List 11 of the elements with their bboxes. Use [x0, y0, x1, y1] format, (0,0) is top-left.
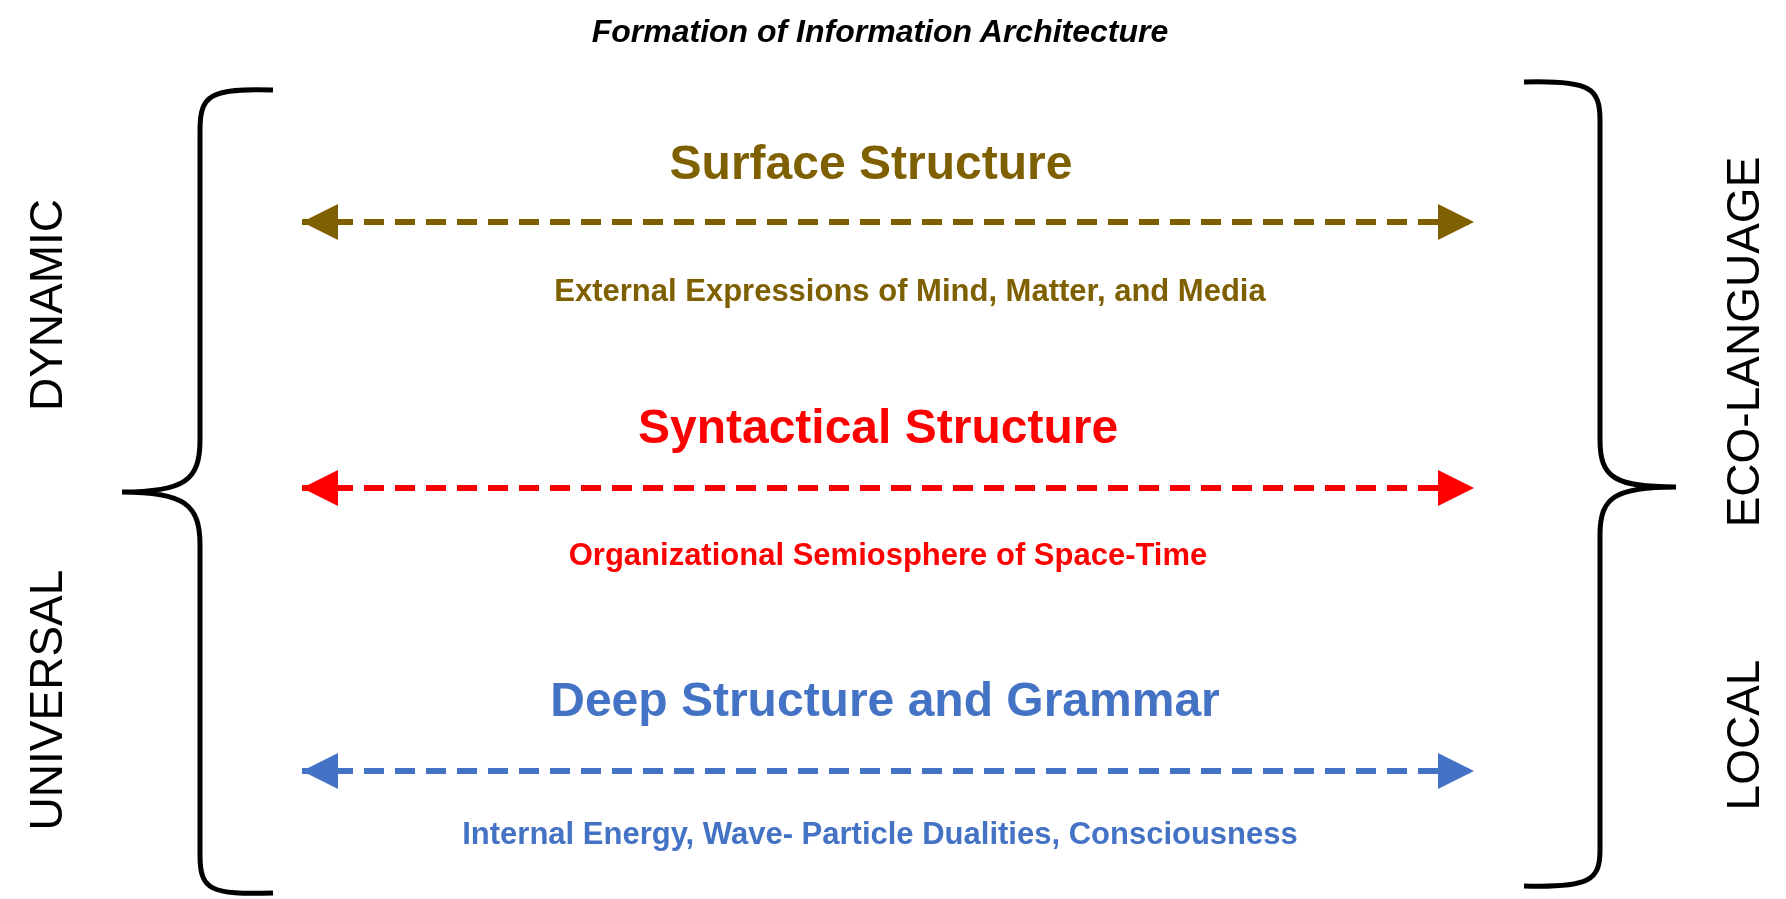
- layer-heading: Surface Structure: [669, 136, 1073, 190]
- side-label: LOCAL: [1717, 659, 1769, 811]
- layer-description: External Expressions of Mind, Matter, and Media: [554, 273, 1266, 309]
- layer-heading: Syntactical Structure: [637, 400, 1119, 454]
- layer-heading: Deep Structure and Grammar: [550, 673, 1220, 727]
- layer-description: Internal Energy, Wave- Particle Dualities, Consciousness: [462, 816, 1298, 852]
- side-label: ECO-LANGUAGE: [1717, 156, 1769, 528]
- diagram-title: Formation of Information Architecture: [591, 14, 1169, 50]
- layer-description: Organizational Semiosphere of Space-Time: [568, 537, 1208, 573]
- side-label: UNIVERSAL: [20, 569, 72, 831]
- side-label: DYNAMIC: [20, 198, 72, 412]
